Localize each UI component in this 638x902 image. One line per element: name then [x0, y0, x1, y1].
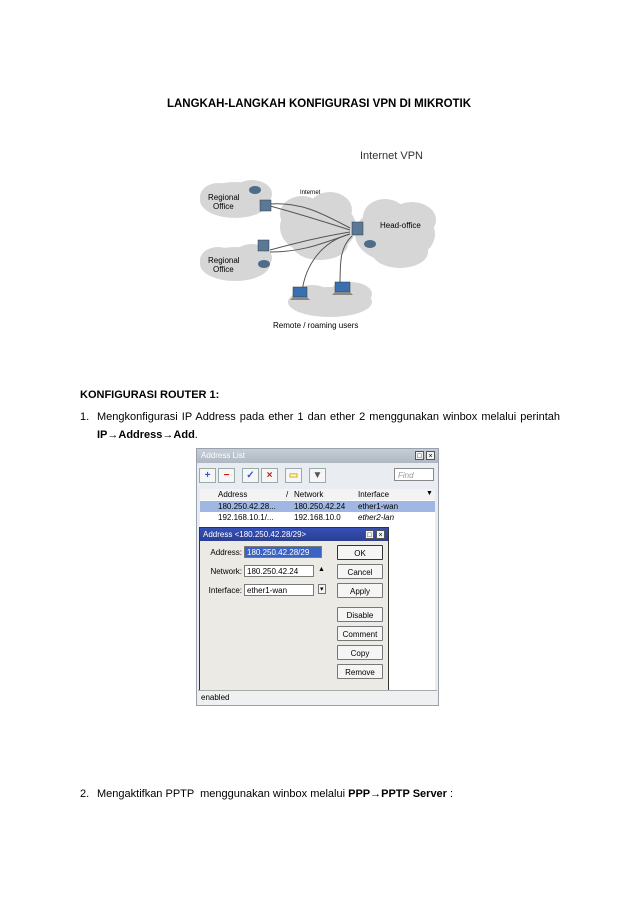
ok-button[interactable]: OK: [337, 545, 383, 560]
network-field[interactable]: 180.250.42.24: [244, 565, 314, 577]
copy-button[interactable]: Copy: [337, 645, 383, 660]
step-1-number: 1.: [80, 411, 90, 423]
address-label: Address:: [210, 548, 242, 557]
status-bar: enabled: [198, 690, 437, 705]
row-interface: ether1-wan: [358, 502, 399, 511]
regional-office-1-line2: Office: [213, 202, 234, 211]
disable-button[interactable]: Disable: [337, 607, 383, 622]
maximize-icon[interactable]: □: [365, 530, 374, 539]
row-address: 180.250.42.28...: [218, 502, 276, 511]
close-icon[interactable]: ×: [426, 451, 435, 460]
status-text: enabled: [201, 693, 230, 702]
step-1-suffix: .: [194, 429, 198, 441]
network-label: Network:: [210, 567, 242, 576]
step-2-path: PPP→PPTP Server: [348, 788, 447, 800]
interface-select[interactable]: ether1-wan: [244, 584, 314, 596]
regional-office-2-line1: Regional: [208, 256, 240, 265]
step-1-path: IP→Address→Add: [97, 429, 195, 441]
window-title: Address List: [201, 451, 246, 460]
step-2-suffix: :: [446, 788, 454, 800]
toolbar: + − ✓ × ▭ ▼ Find: [199, 466, 436, 486]
remove-button[interactable]: Remove: [337, 664, 383, 679]
address-field[interactable]: 180.250.42.28/29: [244, 546, 322, 558]
internet-label: Internet: [300, 190, 321, 196]
table-row[interactable]: 192.168.10.1/... 192.168.10.0 ether2-lan: [200, 512, 435, 523]
address-dialog: Address <180.250.42.28/29> □ × Address: …: [199, 527, 389, 697]
vpn-network-diagram: Internet VPN Internet Regional Office Re…: [200, 150, 436, 330]
step-1-text: Mengkonfigurasi IP Address pada ether 1 …: [97, 411, 560, 423]
maximize-icon[interactable]: □: [415, 451, 424, 460]
row-network: 192.168.10.0: [294, 513, 341, 522]
switch-icon: [259, 199, 272, 212]
winbox-address-list-window: Address List □ × + − ✓ × ▭ ▼ Find Addres…: [196, 448, 439, 706]
dropdown-arrow-icon[interactable]: ▾: [318, 584, 326, 594]
step-2-number: 2.: [80, 788, 90, 800]
document-title: LANGKAH-LANGKAH KONFIGURASI VPN DI MIKRO…: [166, 98, 472, 110]
col-address[interactable]: Address: [218, 490, 248, 499]
remote-users-label: Remote / roaming users: [273, 321, 358, 330]
interface-label: Interface:: [208, 586, 242, 595]
row-interface: ether2-lan: [358, 513, 395, 522]
window-titlebar: Address List □ ×: [197, 449, 438, 463]
close-icon[interactable]: ×: [376, 530, 385, 539]
enable-check-icon[interactable]: ✓: [242, 468, 259, 483]
diagram-title: Internet VPN: [360, 150, 423, 162]
column-dropdown-icon[interactable]: ▼: [426, 490, 433, 497]
col-network[interactable]: Network: [294, 490, 324, 499]
comment-icon[interactable]: ▭: [285, 468, 302, 483]
row-network: 180.250.42.24: [294, 502, 346, 511]
laptop-icon: [290, 286, 310, 300]
head-office-label: Head-office: [380, 221, 421, 230]
cancel-button[interactable]: Cancel: [337, 564, 383, 579]
comment-button[interactable]: Comment: [337, 626, 383, 641]
add-icon[interactable]: +: [199, 468, 216, 483]
col-sort[interactable]: /: [286, 490, 289, 499]
step-2-text: Mengaktifkan PPTP menggunakan winbox mel…: [97, 788, 349, 800]
router-icon: [258, 260, 270, 268]
router-icon: [249, 186, 261, 194]
dialog-title: Address <180.250.42.28/29>: [203, 530, 307, 539]
regional-office-1-line1: Regional: [208, 193, 240, 202]
disable-x-icon[interactable]: ×: [261, 468, 278, 483]
step-2: 2. Mengaktifkan PPTP menggunakan winbox …: [80, 785, 560, 803]
remove-icon[interactable]: −: [218, 468, 235, 483]
step-1: 1. Mengkonfigurasi IP Address pada ether…: [80, 408, 560, 444]
col-interface[interactable]: Interface: [358, 490, 390, 499]
row-address: 192.168.10.1/...: [218, 513, 274, 522]
dialog-titlebar: Address <180.250.42.28/29> □ ×: [200, 528, 388, 541]
apply-button[interactable]: Apply: [337, 583, 383, 598]
find-input[interactable]: Find: [394, 468, 434, 481]
regional-office-2-line2: Office: [213, 265, 234, 274]
laptop-icon: [332, 281, 353, 295]
switch-icon: [257, 239, 270, 252]
router-icon: [364, 240, 376, 248]
triangle-up-icon[interactable]: ▲: [318, 566, 325, 573]
table-row[interactable]: 180.250.42.28... 180.250.42.24 ether1-wa…: [200, 501, 435, 512]
filter-icon[interactable]: ▼: [309, 468, 326, 483]
section-heading: KONFIGURASI ROUTER 1:: [80, 389, 220, 401]
switch-icon: [351, 221, 364, 236]
